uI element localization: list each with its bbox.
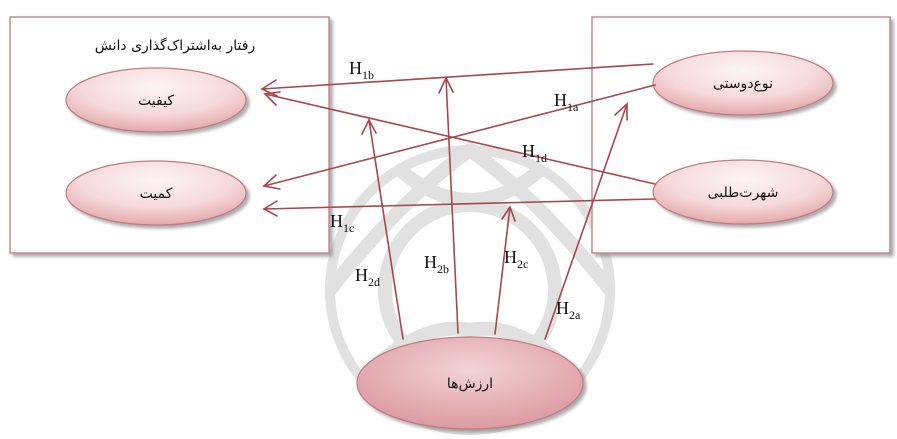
- quality-node: کیفیت: [65, 67, 247, 133]
- arrow-h1a: [262, 84, 656, 190]
- reputation-node: شهرت‌طلبی: [652, 159, 834, 225]
- label-h2a: H2a: [556, 298, 581, 322]
- quality-label: کیفیت: [138, 93, 174, 109]
- label-h1a: H1a: [554, 90, 579, 114]
- arrow-h2c: [494, 205, 516, 335]
- label-h2d: H2d: [355, 265, 380, 289]
- arrow-h2a: [544, 102, 628, 340]
- altruism-label: نوع‌دوستی: [713, 76, 773, 92]
- label-h1b: H1b: [349, 58, 374, 82]
- label-h2c: H2c: [504, 247, 528, 271]
- quantity-label: کمیت: [140, 186, 173, 202]
- label-h1d: H1d: [522, 141, 547, 165]
- arrow-h2b: [438, 76, 459, 334]
- label-h2b: H2b: [424, 252, 449, 276]
- label-h1c: H1c: [330, 211, 354, 235]
- arrow-h1c: [262, 198, 656, 217]
- arrow-h2d: [361, 118, 404, 340]
- altruism-node: نوع‌دوستی: [652, 50, 834, 116]
- reputation-label: شهرت‌طلبی: [708, 185, 779, 201]
- values-node: ارزش‌ها: [356, 336, 584, 430]
- arrows: [260, 63, 656, 340]
- quantity-node: کمیت: [65, 160, 247, 226]
- arrow-h1d: [263, 91, 656, 185]
- values-label: ارزش‌ها: [447, 376, 493, 392]
- knowledge-sharing-title: رفتار به‌اشتراک‌گذاری دانش: [95, 37, 256, 54]
